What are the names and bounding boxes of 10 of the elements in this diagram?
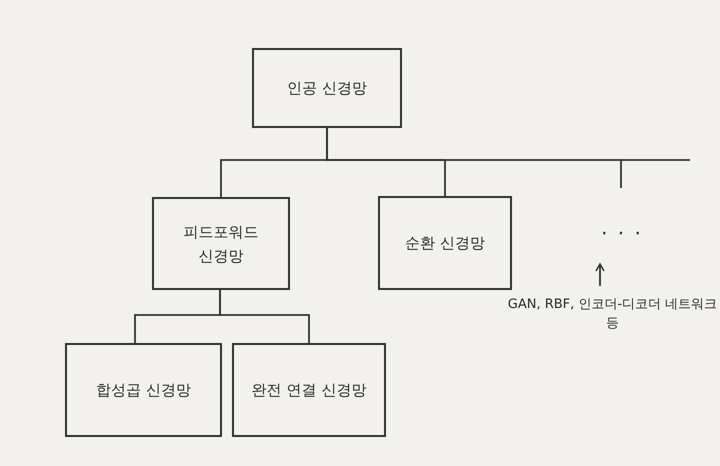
tree-line: [326, 128, 622, 188]
category-box: 인공 신경망: [252, 48, 402, 128]
tree-line: [219, 290, 310, 343]
category-box: 완전 연결 신경망: [232, 343, 386, 437]
category-box: 합성곱 신경망: [65, 343, 222, 437]
arrow: [595, 263, 605, 286]
ellipsis-text: · · ·: [594, 220, 650, 246]
note-text: GAN, RBF, 인코더-디코더 네트워크 등: [505, 290, 720, 338]
category-box: 순환 신경망: [378, 196, 512, 290]
category-box: 피드포워드 신경망: [152, 197, 290, 290]
